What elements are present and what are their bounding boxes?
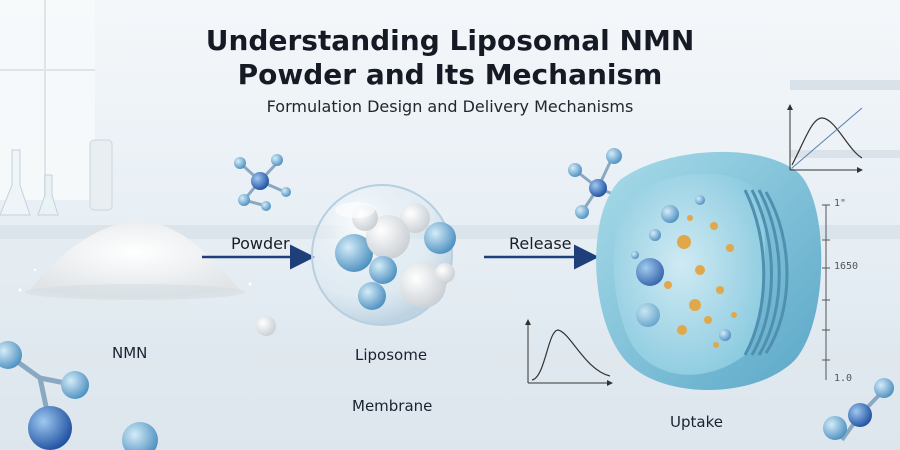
shelf-right-2: [790, 150, 900, 158]
liposome-sphere: [311, 184, 456, 326]
title-line-1: Understanding Liposomal NMN: [205, 24, 695, 57]
stage-label-liposome: Liposome: [355, 346, 428, 364]
membrane-bilayer: [743, 189, 789, 356]
flask-small: [37, 174, 59, 216]
molecule-icon-bottom-left: [0, 341, 158, 450]
microscope: [89, 139, 113, 211]
stage-label-membrane: Membrane: [352, 397, 433, 415]
nmn-powder-pile: [18, 221, 252, 300]
free-bead: [256, 316, 276, 336]
graph-uptake-curve: [787, 104, 863, 173]
scale-tick-mid: 1650: [834, 261, 859, 272]
flask-left: [0, 149, 31, 216]
nanoparticles: [664, 215, 737, 348]
title-line-2: Powder and Its Mechanism: [237, 58, 663, 91]
arrow-label-release: Release: [509, 234, 572, 253]
vertical-scale: [822, 204, 830, 380]
arrow-label-powder: Powder: [231, 234, 290, 253]
cell-cross-section: [596, 151, 822, 390]
scale-tick-top: 1": [834, 198, 847, 209]
graph-release-curve: [525, 319, 613, 386]
scale-tick-bottom: 1.0: [834, 373, 853, 384]
vesicles: [631, 195, 731, 341]
subtitle: Formulation Design and Delivery Mechanis…: [266, 97, 634, 116]
shelf-right: [790, 80, 900, 90]
stage-label-uptake: Uptake: [670, 413, 723, 431]
molecule-icon-bottom-right: [823, 378, 894, 442]
stage-label-nmn: NMN: [112, 344, 148, 362]
molecule-icon-top: [234, 154, 291, 211]
